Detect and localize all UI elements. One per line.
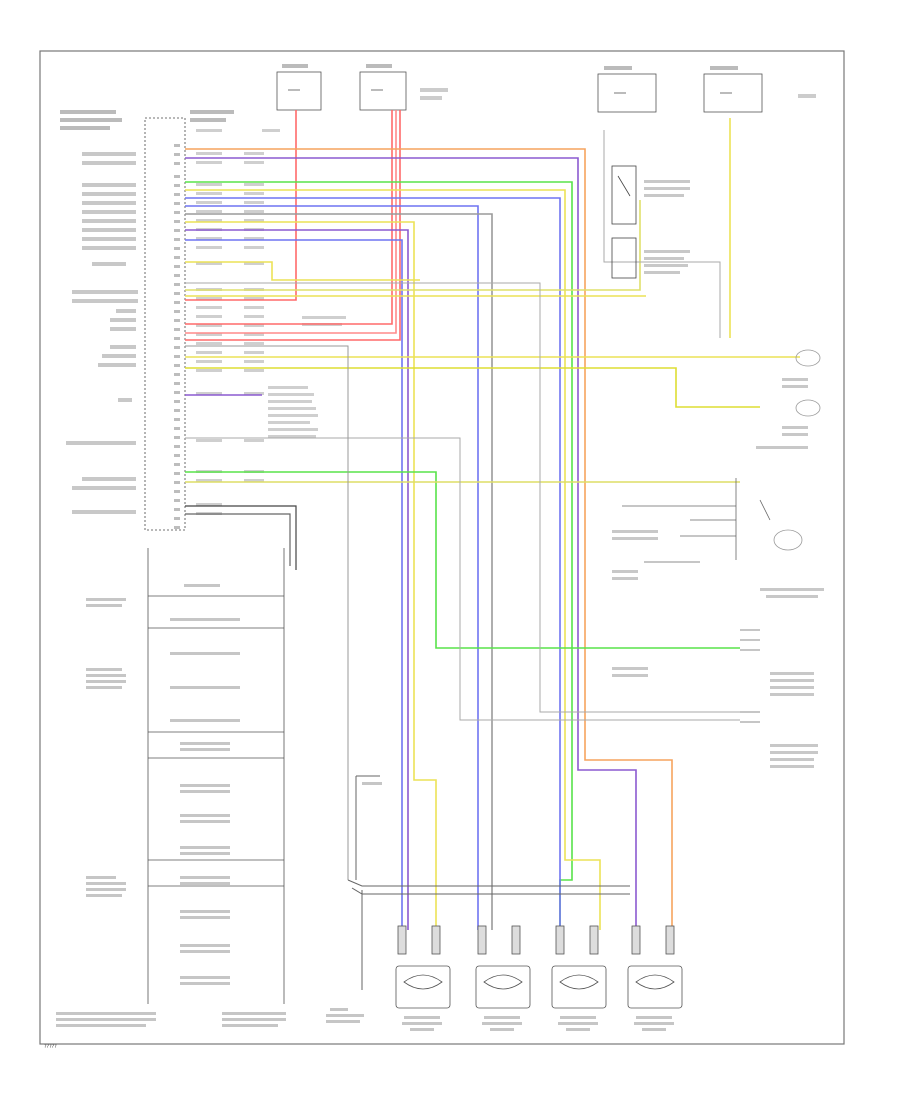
control-module-outline (144, 117, 186, 531)
traction-switch-lamp (773, 529, 803, 551)
wheel-sensor-left-front (475, 925, 531, 1009)
wire-blue-lr (185, 205, 479, 930)
wire-violet-lf (185, 157, 637, 930)
relay-switch (611, 165, 637, 279)
control-module-header-label (60, 110, 234, 130)
ground-bus (347, 775, 630, 990)
wire-blue-lf2 (185, 239, 403, 930)
fuse-block-labels (282, 64, 816, 100)
diagram-footer-code: ????? (44, 1044, 57, 1050)
wire-gray-2 (185, 345, 349, 880)
wire-yellow-lr2 (185, 221, 437, 930)
wire-yellow-ic (185, 367, 760, 408)
right-connectors (622, 478, 771, 723)
wire-orange-lf (185, 148, 673, 930)
wire-blue-rf (185, 197, 561, 930)
wire-red-1 (185, 110, 297, 301)
pin-number-column (174, 144, 180, 529)
wire-violet-lr2 (185, 229, 409, 930)
wheel-sensor-labels (402, 1016, 674, 1031)
wheel-sensor-left-rear (395, 925, 451, 1009)
wire-gray-lr (185, 213, 493, 930)
wire-red-3 (185, 110, 401, 341)
wire-green-tc (185, 471, 740, 649)
harness-wires (185, 110, 800, 930)
abs-lamp (795, 399, 821, 417)
wheel-sensor-right-rear (551, 925, 607, 1009)
wheel-sensor-right-front (627, 925, 683, 1009)
wire-gray-1 (185, 437, 740, 721)
wire-dark-1 (185, 505, 297, 570)
hydraulic-modulator-block (147, 548, 285, 1004)
wire-yellow-lf2 (185, 261, 420, 281)
diagram-border (39, 50, 845, 1045)
pin-labels-left (66, 152, 138, 514)
wire-yellow-right-1 (185, 200, 641, 291)
valve-labels (56, 584, 286, 1027)
traction-lamp (795, 349, 821, 367)
wire-red-2 (185, 110, 393, 325)
fuse-block-right (597, 73, 763, 113)
wire-green-rr (185, 181, 573, 930)
wire-dark-2 (185, 513, 291, 566)
right-component-labels (612, 180, 824, 768)
wire-gray-3 (185, 282, 740, 713)
ground-label (326, 782, 382, 1023)
wire-gray-4 (603, 130, 721, 338)
wire-code-labels (196, 129, 346, 515)
wire-yellow-rr (185, 189, 601, 930)
indicator-lamps (773, 349, 821, 551)
fuse-block-left (276, 71, 407, 111)
wire-red-4 (185, 110, 397, 334)
